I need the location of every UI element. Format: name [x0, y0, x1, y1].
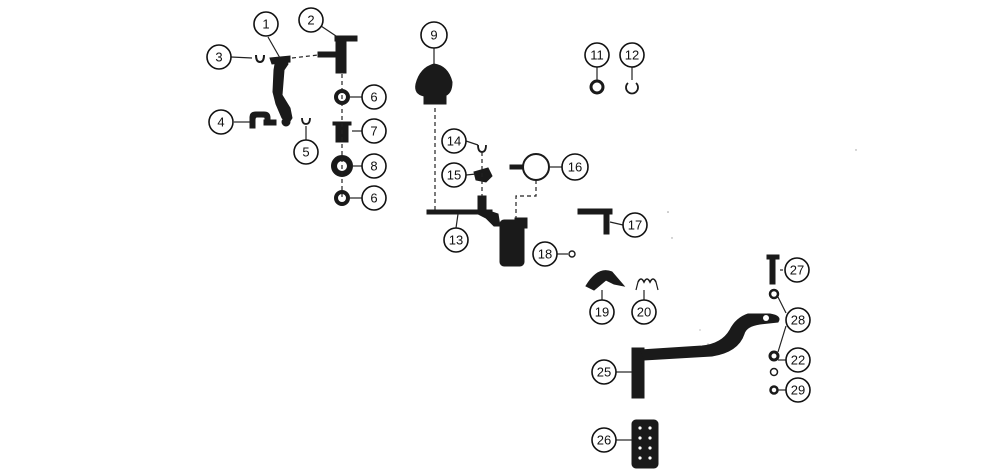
part-6-washer-lower	[334, 190, 350, 206]
part-25-crank-lever	[631, 313, 780, 399]
part-15-pawl	[473, 167, 493, 183]
part-19-plate	[585, 270, 626, 291]
part-22-washer	[769, 367, 779, 377]
callout-5: 5	[293, 139, 319, 165]
callout-9: 9	[420, 21, 448, 49]
callout-5-label: 5	[302, 145, 309, 160]
callout-8: 8	[361, 153, 387, 179]
callout-29-label: 29	[791, 383, 805, 398]
part-16-tab	[509, 164, 523, 170]
callout-6-upper: 6	[361, 84, 387, 110]
callout-3: 3	[206, 44, 232, 70]
callout-20: 20	[631, 299, 657, 325]
callout-6-lower-label: 6	[370, 191, 377, 206]
callout-29: 29	[785, 377, 811, 403]
part-18-washer	[568, 250, 576, 258]
callout-2-label: 2	[307, 13, 314, 28]
part-14-clip	[477, 144, 487, 153]
part-26-grip	[631, 419, 659, 469]
callout-15-label: 15	[447, 168, 461, 183]
part-27-bolt	[766, 254, 780, 285]
callout-2: 2	[298, 7, 324, 33]
callout-17-label: 17	[628, 218, 642, 233]
callout-26-label: 26	[597, 433, 611, 448]
callout-6-lower: 6	[361, 185, 387, 211]
callout-16: 16	[561, 153, 589, 181]
callout-1-label: 1	[262, 17, 269, 32]
part-4-hook-clamp	[249, 111, 277, 129]
part-28-washer-lower	[768, 350, 780, 362]
callout-28-label: 28	[791, 313, 805, 328]
callout-18: 18	[532, 241, 558, 267]
callout-15: 15	[441, 162, 467, 188]
callout-25: 25	[591, 359, 617, 385]
callout-12-label: 12	[625, 48, 639, 63]
callout-11: 11	[584, 42, 610, 68]
part-1-lever-arm	[269, 55, 293, 127]
callout-13: 13	[443, 227, 469, 253]
callout-13-label: 13	[449, 233, 463, 248]
callouts: 1 2 3 4 5 6 6 7 8 9 11 12 13 14 15 16 17…	[206, 7, 811, 453]
callout-12: 12	[619, 42, 645, 68]
leader-lines	[230, 25, 787, 441]
parts-layer	[249, 35, 780, 469]
part-17-bracket	[577, 208, 613, 235]
part-16-ring	[522, 153, 550, 181]
callout-19: 19	[589, 299, 615, 325]
callout-27: 27	[784, 257, 810, 283]
callout-27-label: 27	[790, 263, 804, 278]
callout-17: 17	[622, 212, 648, 238]
callout-22: 22	[785, 347, 811, 373]
part-9-knob	[415, 63, 453, 105]
part-12-split-ring	[625, 82, 639, 95]
callout-25-label: 25	[597, 365, 611, 380]
scan-specks	[667, 149, 857, 345]
callout-20-label: 20	[637, 305, 651, 320]
callout-4-label: 4	[217, 115, 224, 130]
callout-14-label: 14	[447, 134, 461, 149]
callout-26: 26	[591, 427, 617, 453]
callout-6-upper-label: 6	[370, 90, 377, 105]
callout-3-label: 3	[215, 50, 222, 65]
callout-9-label: 9	[430, 28, 437, 43]
part-2-pivot-pin	[317, 35, 358, 74]
callout-8-label: 8	[370, 159, 377, 174]
part-28-washer-upper	[768, 288, 780, 300]
callout-18-label: 18	[538, 247, 552, 262]
callout-28: 28	[785, 307, 811, 333]
callout-14: 14	[441, 128, 467, 154]
part-29-nut	[769, 385, 779, 395]
callout-22-label: 22	[791, 353, 805, 368]
callout-7-label: 7	[370, 124, 377, 139]
part-11-washer	[589, 79, 605, 95]
callout-16-label: 16	[568, 160, 582, 175]
callout-4: 4	[208, 109, 234, 135]
part-20-spring	[635, 278, 659, 291]
callout-7: 7	[361, 118, 387, 144]
part-13-shift-rod	[426, 195, 528, 267]
callout-19-label: 19	[595, 305, 609, 320]
part-3-clip	[255, 54, 265, 64]
callout-1: 1	[253, 11, 279, 37]
assembly-lines	[291, 54, 537, 218]
part-5-clip	[301, 117, 311, 125]
callout-11-label: 11	[590, 48, 604, 63]
